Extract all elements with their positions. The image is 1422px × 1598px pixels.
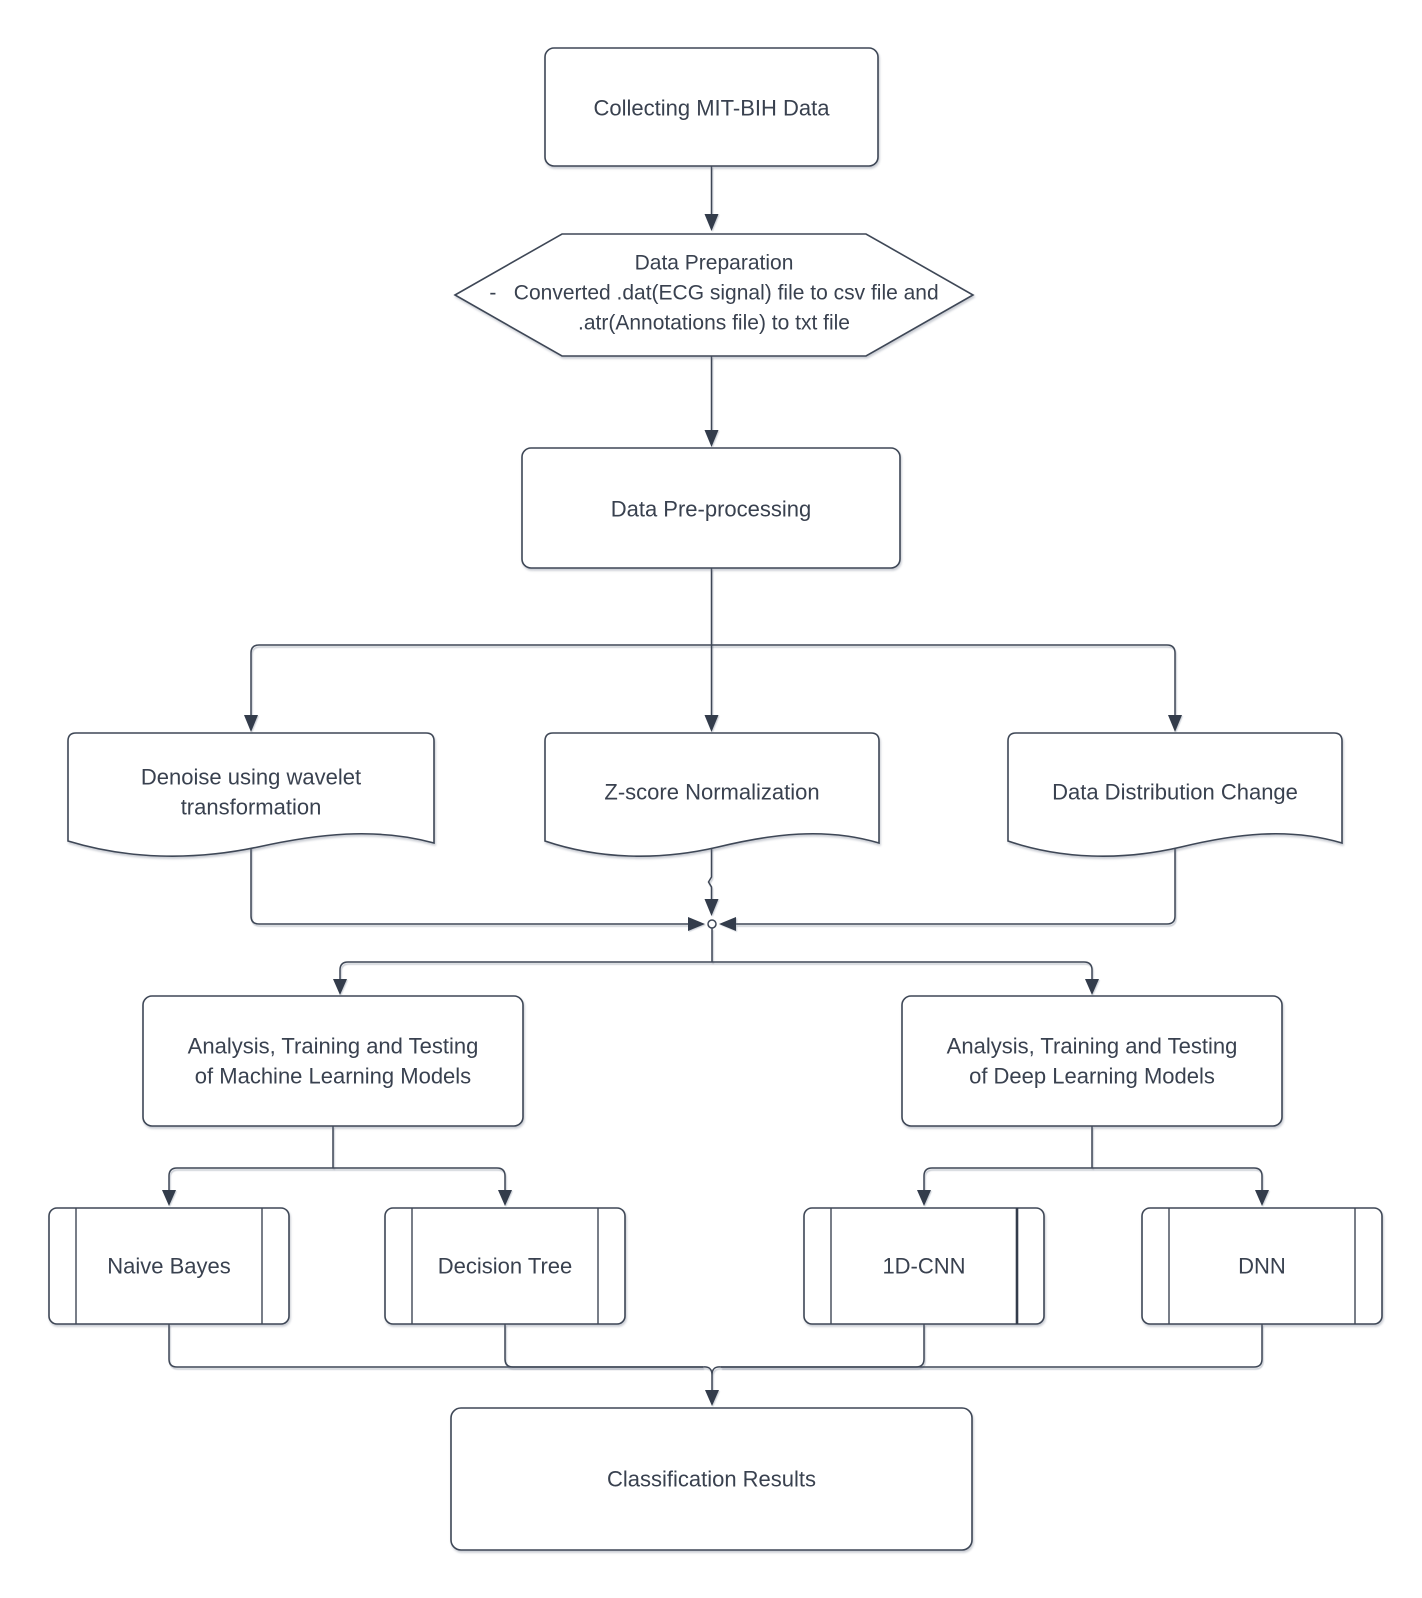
edge-preparation-to-preprocessing [704,356,719,447]
edge-line [923,1126,1093,1191]
edge-models-to-results [168,1324,1263,1406]
data-preparation-line1: Data Preparation [635,252,794,275]
cnn-label: 1D-CNN [882,1254,965,1279]
edge-line-decision-tree [504,1324,703,1368]
edge-line [333,1167,506,1191]
results-label: Classification Results [607,1467,816,1492]
edge-distribution-to-junction [719,845,1176,931]
data-preparation-line2: - Converted .dat(ECG signal) file to csv… [489,282,938,305]
data-preparation-line3: .atr(Annotations file) to txt file [578,312,850,335]
dnn-label: DNN [1238,1254,1286,1279]
node-data-preparation: Data Preparation - Converted .dat(ECG si… [453,233,975,357]
edge-line-naive-bayes [168,1324,703,1368]
node-collect-data: Collecting MIT-BIH Data [544,47,879,167]
edge-junction-to-ml [333,928,713,995]
preprocessing-box [521,447,901,569]
dl-analysis-line2: of Deep Learning Models [969,1064,1215,1089]
naive-bayes-label: Naive Bayes [107,1254,231,1279]
arrowhead [704,430,719,447]
dl-analysis-box [901,995,1283,1127]
dnn-box [1141,1207,1383,1325]
node-zscore: Z-score Normalization [544,732,880,857]
decision-tree-label: Decision Tree [438,1254,573,1279]
zscore-label: Z-score Normalization [604,780,819,805]
node-decision-tree: Decision Tree [384,1207,626,1325]
node-naive-bayes: Naive Bayes [48,1207,290,1325]
edge-ml-to-naive-bayes [162,1126,334,1206]
edge-dl-to-cnn [917,1126,1093,1206]
edge-line [1092,1167,1263,1191]
ml-analysis-line2: of Machine Learning Models [195,1064,471,1089]
collect-data-label: Collecting MIT-BIH Data [594,96,831,121]
edge-line [736,845,1176,925]
edge-preprocessing-to-zscore [704,645,719,732]
edge-preprocessing-to-denoise [244,568,713,732]
arrowhead [162,1190,176,1206]
node-distribution: Data Distribution Change [1007,732,1343,857]
arrowhead [719,917,736,931]
distribution-label: Data Distribution Change [1052,780,1298,805]
edge-line [168,1126,334,1191]
arrowhead [688,917,705,931]
edge-line [339,928,713,980]
ml-analysis-line1: Analysis, Training and Testing [188,1034,479,1059]
edge-line [712,961,1093,980]
node-dnn: DNN [1141,1207,1383,1325]
edge-line-cnn [721,1324,925,1368]
edge-ml-to-decision-tree [333,1167,512,1206]
edge-dl-to-dnn [1092,1167,1269,1206]
arrowhead [917,1190,931,1206]
node-preprocessing: Data Pre-processing [521,447,901,569]
arrowhead [1255,1190,1269,1206]
zscore-document [544,732,880,857]
node-ml-analysis: Analysis, Training and Testing of Machin… [142,995,524,1127]
arrowhead [704,899,719,916]
arrowhead [498,1190,512,1206]
node-dl-analysis: Analysis, Training and Testing of Deep L… [901,995,1283,1127]
edge-line [707,847,713,899]
edge-line [250,568,713,715]
preprocessing-label: Data Pre-processing [611,497,812,522]
edge-line [711,644,1176,715]
edge-junction-to-dl [712,961,1099,995]
arrowhead [705,1390,719,1406]
arrowhead [1085,979,1099,995]
dnn-inner-lines [1168,1208,1356,1324]
denoise-line2: transformation [181,795,322,820]
node-cnn: 1D-CNN [803,1207,1045,1325]
data-preparation-hexagon [453,233,975,357]
ml-analysis-box [142,995,524,1127]
arrowhead [704,214,719,231]
edge-collect-to-preparation [704,166,719,231]
node-denoise: Denoise using wavelet transformation [67,732,435,857]
edge-denoise-to-junction [250,843,705,931]
dl-analysis-line1: Analysis, Training and Testing [947,1034,1238,1059]
distribution-document [1007,732,1343,857]
edge-line [250,843,688,925]
edge-preprocessing-to-distribution [711,644,1182,732]
edge-line-merge [702,1366,722,1392]
node-results: Classification Results [450,1407,973,1551]
arrowhead [704,715,719,732]
arrowhead [244,715,258,732]
naive-bayes-inner-lines [75,1208,263,1324]
denoise-document [67,732,435,857]
decision-tree-box [384,1207,626,1325]
arrowhead [1168,715,1182,732]
edge-line-dnn [721,1324,1263,1368]
cnn-box [803,1207,1045,1325]
arrowhead [333,979,347,995]
collect-data-box [544,47,879,167]
denoise-line1: Denoise using wavelet [141,765,361,790]
results-box [450,1407,973,1551]
junction-dot [707,919,717,929]
decision-tree-inner-lines [411,1208,599,1324]
naive-bayes-box [48,1207,290,1325]
